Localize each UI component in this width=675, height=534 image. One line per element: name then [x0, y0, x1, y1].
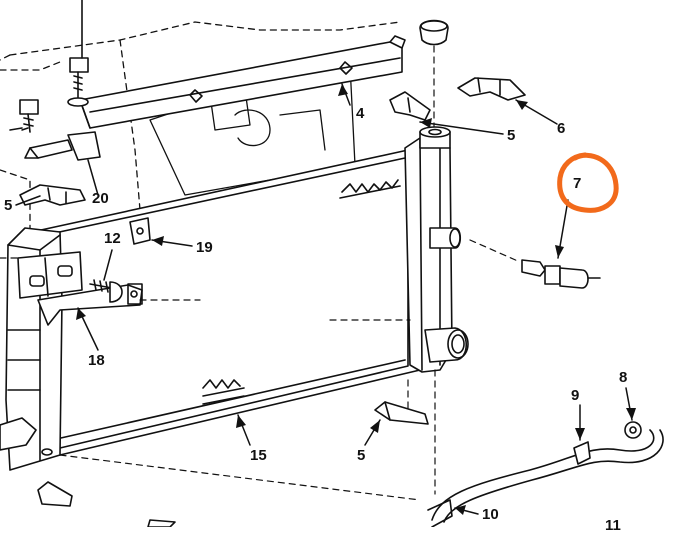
- radiator-left-tank: [5, 227, 83, 471]
- label-4: 4: [356, 105, 365, 122]
- label-15: 15: [250, 447, 267, 464]
- upper-support-bar: [79, 35, 406, 129]
- bolt-top: [67, 0, 89, 107]
- drain-valve: [469, 239, 601, 289]
- bolt-left: [9, 99, 39, 133]
- lower-bracket-left: [0, 417, 176, 527]
- insulator-left: [19, 184, 86, 206]
- label-6: 6: [557, 120, 566, 137]
- label-7: 7: [573, 175, 582, 192]
- label-20: 20: [92, 190, 109, 207]
- label-10: 10: [482, 506, 499, 523]
- label-18: 18: [88, 352, 105, 369]
- arrowheads[interactable]: [76, 84, 636, 515]
- clip-19: [129, 217, 151, 245]
- radiator-right-tank: [404, 126, 469, 373]
- label-19: 19: [196, 239, 213, 256]
- insulator-5-lower: [374, 401, 429, 425]
- label-5a: 5: [507, 127, 516, 144]
- label-5c: 5: [357, 447, 366, 464]
- overflow-hose: [427, 421, 664, 527]
- label-11: 11: [605, 517, 621, 534]
- label-8: 8: [619, 369, 628, 386]
- label-12: 12: [104, 230, 121, 247]
- body-outline: [0, 21, 401, 231]
- label-9: 9: [571, 387, 580, 404]
- insulator-6: [457, 77, 526, 101]
- highlight-circle: [557, 152, 619, 213]
- bracket-20: [24, 131, 101, 161]
- label-5b: 5: [4, 197, 13, 214]
- guide-lines: [0, 257, 436, 501]
- insulator-5-upper: [389, 91, 431, 121]
- bolt-12: [89, 279, 123, 303]
- top-mount-cap: [419, 19, 449, 141]
